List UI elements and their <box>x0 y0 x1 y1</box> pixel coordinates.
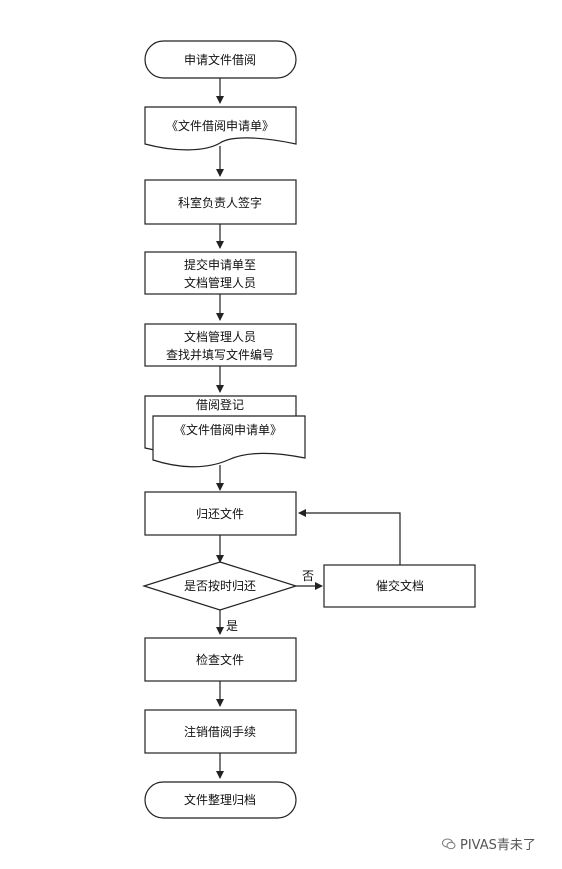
fill-label-line1: 文档管理人员 <box>184 329 256 344</box>
watermark: PIVAS青未了 <box>442 834 536 853</box>
check-label: 检查文件 <box>196 652 244 667</box>
sign-label: 科室负责人签字 <box>178 195 262 210</box>
form2-document-node: 《文件借阅申请单》 <box>152 415 306 468</box>
edge-label-yes: 是 <box>226 619 238 633</box>
fill-process-node: 文档管理人员 查找并填写文件编号 <box>144 323 297 367</box>
fill-label-line2: 查找并填写文件编号 <box>166 347 274 362</box>
watermark-text: PIVAS青未了 <box>460 838 536 853</box>
check-process-node: 检查文件 <box>144 637 297 682</box>
end-node: 文件整理归档 <box>144 781 297 819</box>
form2-label: 《文件借阅申请单》 <box>174 422 282 437</box>
submit-label-line1: 提交申请单至 <box>184 257 256 272</box>
return-label: 归还文件 <box>196 506 244 521</box>
wechat-icon <box>442 838 456 849</box>
arrow-urge-to-return <box>298 509 401 565</box>
cancel-label: 注销借阅手续 <box>184 724 256 739</box>
register-label: 借阅登记 <box>196 397 244 412</box>
cancel-process-node: 注销借阅手续 <box>144 709 297 754</box>
return-process-node: 归还文件 <box>144 491 297 536</box>
edge-label-no: 否 <box>302 569 314 583</box>
decision-node: 是否按时归还 <box>142 561 298 611</box>
submit-label-line2: 文档管理人员 <box>184 275 256 290</box>
sign-process-node: 科室负责人签字 <box>144 179 297 225</box>
urge-label: 催交文档 <box>376 578 424 593</box>
start-label: 申请文件借阅 <box>184 52 256 67</box>
urge-process-node: 催交文档 <box>323 564 476 608</box>
form-label: 《文件借阅申请单》 <box>166 118 274 133</box>
end-label: 文件整理归档 <box>184 792 256 807</box>
decision-label: 是否按时归还 <box>184 579 256 593</box>
connectors <box>216 78 401 779</box>
start-node: 申请文件借阅 <box>144 40 297 79</box>
submit-process-node: 提交申请单至 文档管理人员 <box>144 251 297 295</box>
form-document-node: 《文件借阅申请单》 <box>144 106 297 151</box>
